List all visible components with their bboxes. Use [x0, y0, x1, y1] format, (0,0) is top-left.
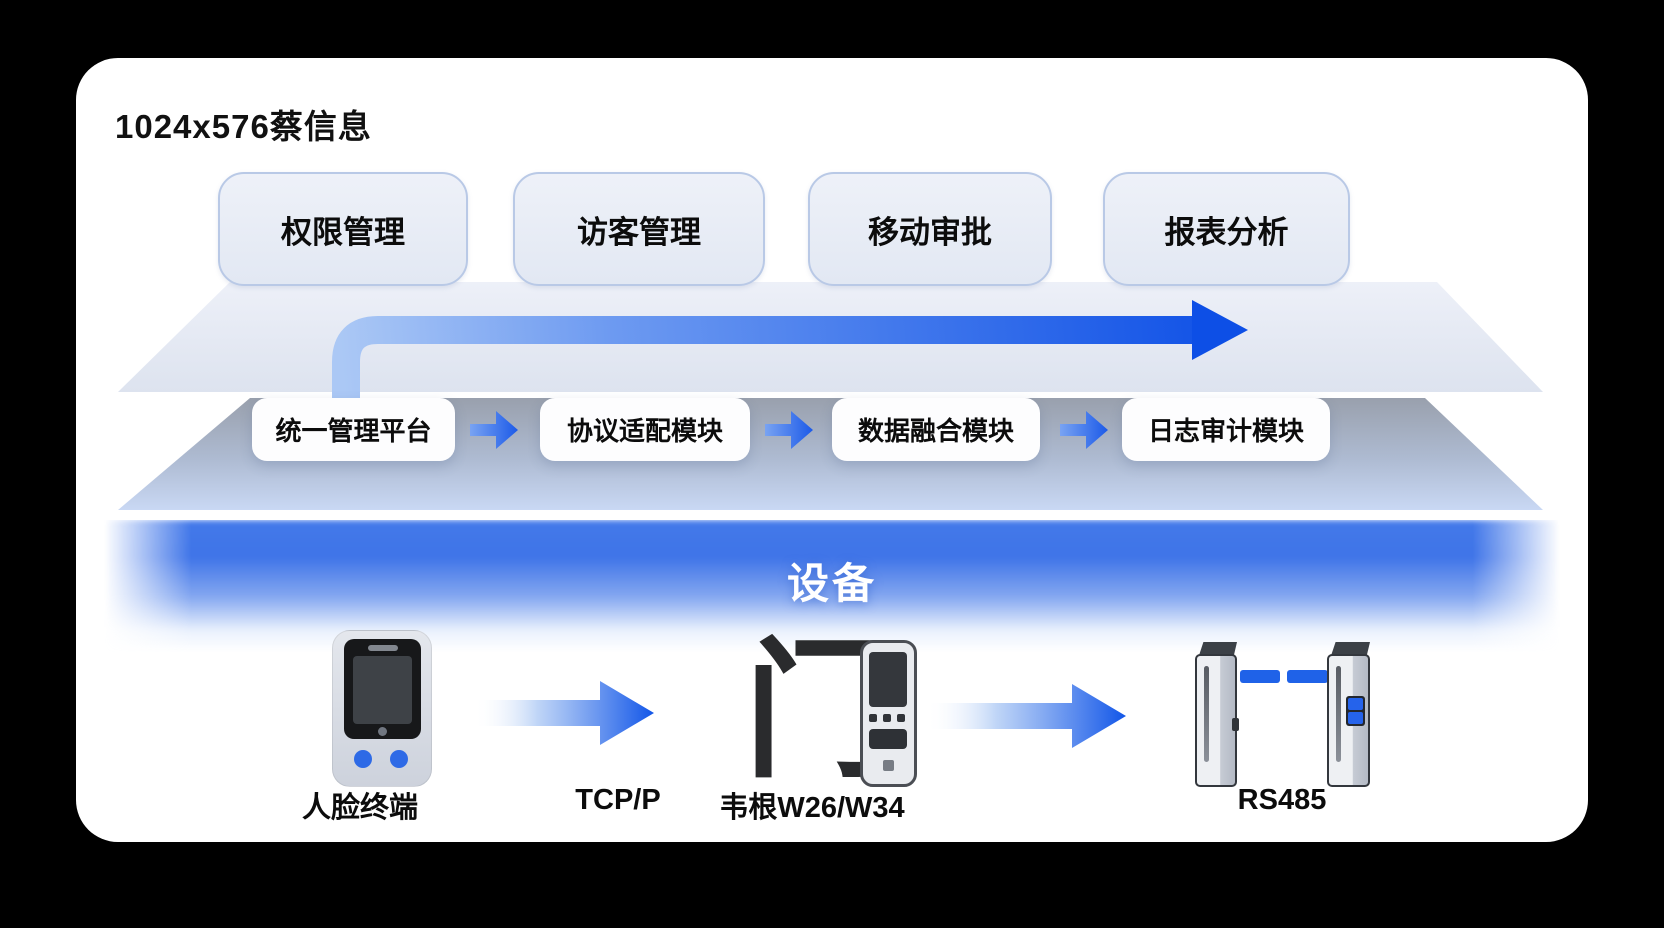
- face-terminal-bezel: [344, 639, 421, 739]
- module-arrow-icon: [765, 411, 813, 449]
- reader-key-icon: [897, 714, 905, 722]
- device-band-label: 设备: [786, 560, 878, 607]
- module-protocol-adapter[interactable]: 协议适配模块: [540, 398, 750, 461]
- pillar-slot: [1204, 666, 1209, 762]
- module-data-fusion[interactable]: 数据融合模块: [832, 398, 1040, 461]
- app-button-mobile-approval[interactable]: 移动审批: [808, 172, 1052, 286]
- pillar-knob: [1232, 718, 1239, 731]
- app-button-permission[interactable]: 权限管理: [218, 172, 468, 286]
- device-label-tcp: TCP/P: [575, 784, 661, 816]
- module-log-audit[interactable]: 日志审计模块: [1122, 398, 1330, 461]
- app-button-label: 权限管理: [281, 214, 405, 250]
- panel-cell: [1348, 698, 1363, 710]
- reader-key-icon: [883, 714, 891, 722]
- flow-arrow-icon: [474, 681, 654, 745]
- turnstile-right-icon: [1327, 642, 1370, 787]
- gate-bar-icon: [1287, 670, 1328, 683]
- diagram-card: 1024x576蔡信息: [76, 58, 1588, 842]
- main-flow-arrow-icon: [332, 300, 1248, 402]
- panel-cell: [1348, 712, 1363, 724]
- app-button-label: 移动审批: [868, 214, 992, 250]
- module-label: 协议适配模块: [566, 416, 723, 446]
- module-label: 日志审计模块: [1147, 416, 1304, 446]
- module-arrow-icon: [470, 411, 518, 449]
- module-label: 数据融合模块: [857, 416, 1014, 446]
- pillar-slot: [1336, 666, 1341, 762]
- app-button-visitor[interactable]: 访客管理: [513, 172, 765, 286]
- reader-led-icon: [883, 760, 894, 771]
- reader-screen: [869, 652, 907, 707]
- reader-key-icon: [869, 714, 877, 722]
- flow-arrow-icon: [926, 684, 1126, 748]
- module-arrow-icon: [1060, 411, 1108, 449]
- pillar-body: [1327, 654, 1370, 787]
- turnstile-left-icon: [1195, 642, 1239, 787]
- device-label-wiegand: 韦根W26/W34: [719, 792, 905, 824]
- device-label-face-terminal: 人脸终端: [301, 792, 419, 824]
- card-reader-icon: [860, 640, 917, 787]
- access-panel-icon: [1346, 696, 1365, 726]
- page-title: 1024x576蔡信息: [115, 108, 372, 145]
- pillar-body: [1195, 654, 1239, 787]
- speaker-slot-icon: [368, 645, 398, 651]
- app-button-report[interactable]: 报表分析: [1103, 172, 1350, 286]
- app-button-label: 报表分析: [1164, 214, 1289, 250]
- camera-dot-icon: [378, 727, 387, 736]
- face-terminal-icon: [332, 630, 432, 787]
- gate-bar-icon: [1240, 670, 1280, 683]
- app-button-label: 访客管理: [577, 214, 701, 250]
- indicator-led-icon: [354, 750, 372, 768]
- device-label-rs485: RS485: [1237, 784, 1327, 816]
- module-unified-platform[interactable]: 统一管理平台: [252, 398, 455, 461]
- module-label: 统一管理平台: [275, 416, 432, 446]
- reader-swipe-area: [869, 729, 907, 749]
- indicator-led-icon: [390, 750, 408, 768]
- face-terminal-screen: [353, 656, 412, 724]
